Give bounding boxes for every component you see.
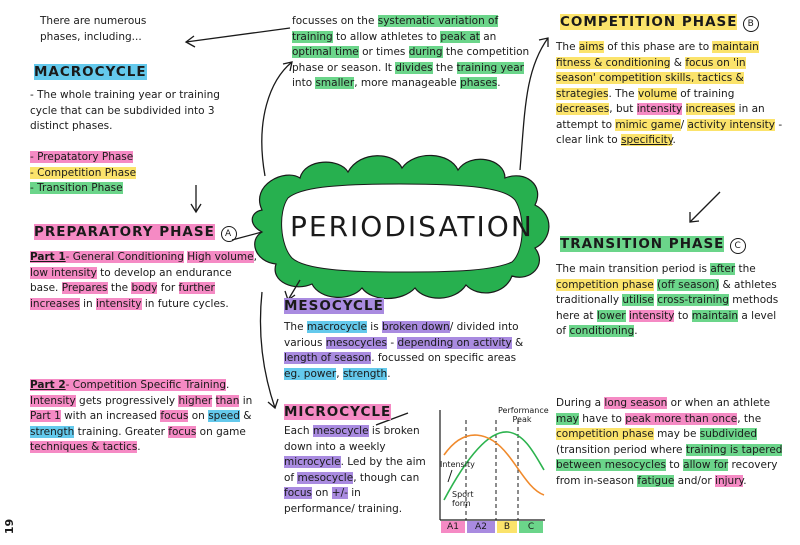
graph-phase-c: C	[527, 522, 535, 532]
arrow-graph	[375, 412, 409, 426]
competition-heading: COMPETITION PHASE B	[560, 14, 760, 32]
phase-transition: - Transition Phase	[30, 182, 123, 194]
preparatory-part1: Part 1- General Conditioning High volume…	[30, 251, 257, 310]
microcycle-body: Each mesocycle is broken down into a wee…	[284, 425, 426, 515]
graph-sport-form-label: Sport form	[452, 490, 474, 508]
preparatory-heading: PREPARATORY PHASE A	[34, 224, 237, 242]
phase-preparatory: - Prepatatory Phase	[30, 151, 134, 163]
mesocycle-body: The macrocycle is broken down/ divided i…	[284, 321, 524, 380]
preparatory-badge: A	[220, 226, 237, 242]
competition-heading-text: COMPETITION PHASE	[560, 14, 738, 30]
phase-competition: - Competition Phase	[30, 166, 137, 179]
periodisation-cloud	[251, 154, 550, 299]
preparatory-heading-text: PREPARATORY PHASE	[34, 224, 215, 240]
arrow-transition	[689, 191, 721, 223]
periodisation-description: focusses on the systematic variation of …	[292, 15, 530, 89]
transition-body: The main transition period is after the …	[556, 263, 779, 337]
arrow-preparatory	[190, 185, 202, 214]
macrocycle-heading: MACROCYCLE	[34, 64, 147, 80]
microcycle-heading-text: MICROCYCLE	[284, 404, 392, 420]
graph-peak-label: Performance Peak	[498, 406, 549, 424]
macrocycle-heading-text: MACROCYCLE	[34, 64, 147, 80]
mesocycle-heading-text: MESOCYCLE	[284, 298, 384, 314]
page-number: 19	[3, 518, 17, 535]
preparatory-part2: Part 2- Competition Specific Training. I…	[30, 379, 253, 453]
performance-graph	[439, 410, 545, 533]
mesocycle-heading: MESOCYCLE	[284, 298, 384, 314]
page-title: PERIODISATION	[290, 210, 534, 243]
arrow-microcycle	[259, 291, 279, 410]
macrocycle-body: - The whole training year or training cy…	[30, 89, 220, 132]
graph-phase-b: B	[503, 522, 511, 532]
intro-text: There are numerous phases, including...	[40, 15, 147, 43]
graph-phase-a2: A2	[475, 522, 487, 532]
arrow-top-center	[261, 61, 293, 177]
transition-heading-text: TRANSITION PHASE	[560, 236, 725, 252]
arrow-intro	[184, 27, 291, 48]
microcycle-heading: MICROCYCLE	[284, 404, 392, 420]
transition-body-2: During a long season or when an athlete …	[556, 397, 783, 487]
transition-badge: C	[730, 238, 747, 254]
arrow-competition	[519, 37, 549, 171]
graph-intensity-label: Intensity	[440, 460, 475, 469]
graph-phase-a1: A1	[447, 522, 459, 532]
macrocycle-phases: - Prepatatory Phase - Competition Phase …	[30, 150, 230, 197]
competition-badge: B	[743, 16, 760, 32]
transition-heading: TRANSITION PHASE C	[560, 236, 747, 254]
arrow-cloud-prep	[231, 231, 263, 241]
competition-body: The aims of this phase are to maintain f…	[556, 41, 783, 146]
